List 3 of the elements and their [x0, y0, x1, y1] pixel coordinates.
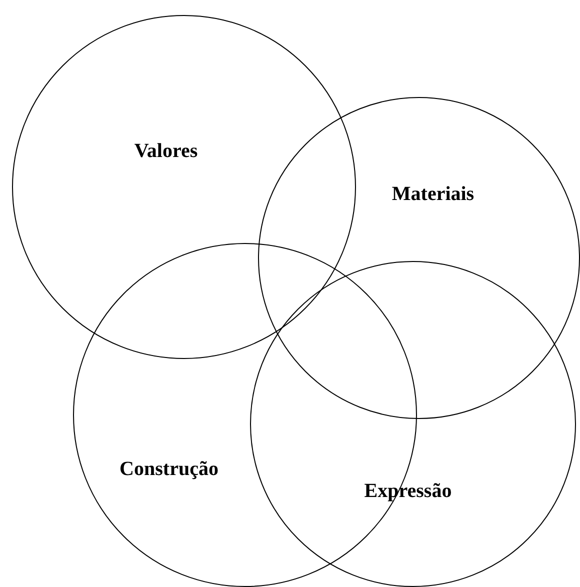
- circle-label: Valores: [134, 141, 198, 161]
- circle-label: Materiais: [392, 184, 474, 204]
- circle-label: Construção: [120, 459, 218, 479]
